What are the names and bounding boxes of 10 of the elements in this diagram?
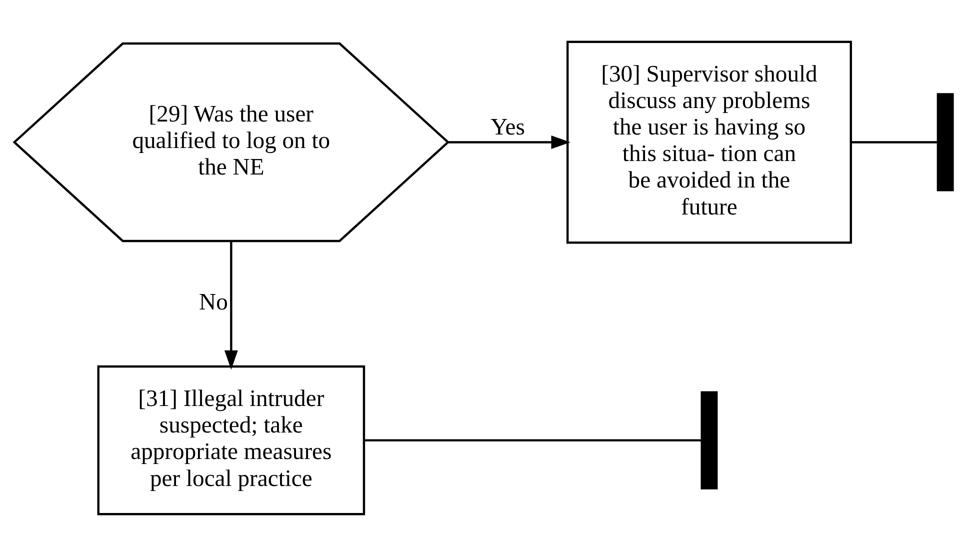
arrow (224, 241, 238, 370)
connector (851, 141, 938, 144)
edge-label: Yes (490, 114, 525, 141)
node-box: [31] Illegal intruder suspected; take appropriate measures per local practice (97, 365, 366, 516)
connector (364, 439, 702, 442)
node-bar (936, 93, 954, 192)
edge-label: No (199, 289, 228, 316)
node-bar (700, 391, 718, 490)
arrow (448, 136, 570, 149)
node-box: [30] Supervisor should discuss any problems the user is having so this situa- tion can be avoided in the future (566, 40, 852, 244)
